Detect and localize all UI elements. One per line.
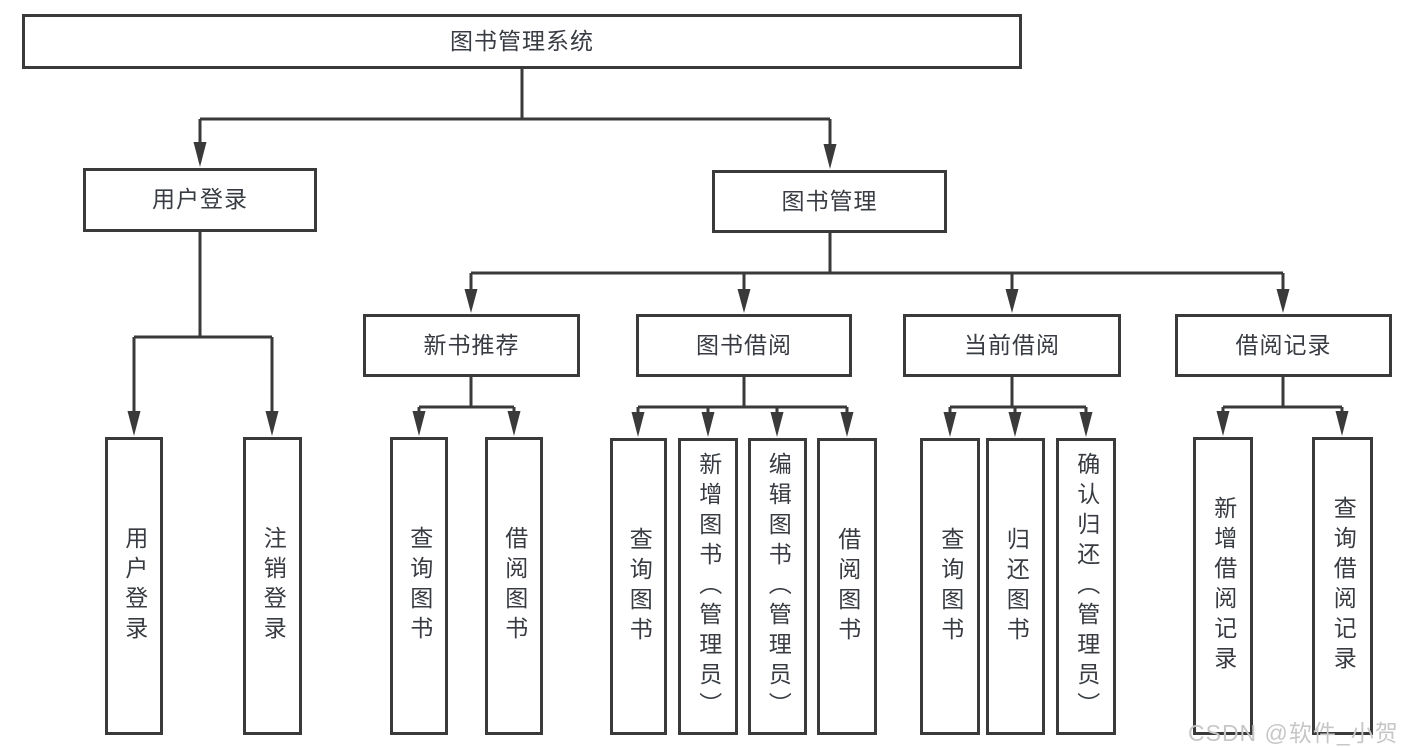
arrowhead [840, 412, 854, 437]
arrowhead [193, 142, 207, 167]
node-bb-query-book: 查询图书 [610, 438, 667, 735]
connector-root-to-level2 [198, 69, 832, 148]
arrowhead [464, 289, 478, 313]
node-bb-borrow-book: 借阅图书 [817, 438, 877, 735]
connector-bookmgmt-to-level3 [469, 233, 1285, 291]
arrowhead [412, 411, 426, 436]
node-root: 图书管理系统 [22, 14, 1022, 69]
connector-bookborrow-to-children [636, 377, 849, 415]
csdn-watermark: CSDN @软件_小贺同学 [1188, 720, 1399, 746]
arrowhead [737, 289, 751, 313]
node-cb-confirm-return-admin: 确认归还（管理员） [1056, 438, 1116, 735]
arrowhead [507, 411, 521, 436]
arrowhead [943, 412, 957, 437]
node-logout: 注销登录 [243, 437, 302, 735]
arrowhead [1276, 289, 1290, 313]
node-current-borrowing: 当前借阅 [903, 314, 1121, 377]
node-br-query-record: 查询借阅记录 [1312, 437, 1373, 735]
node-cb-query-book: 查询图书 [920, 438, 980, 735]
connector-currentborrow-to-children [948, 377, 1088, 415]
node-bb-add-book-admin: 新增图书（管理员） [678, 438, 738, 735]
node-book-borrowing: 图书借阅 [636, 314, 852, 377]
node-bb-edit-book-admin: 编辑图书（管理员） [748, 438, 807, 735]
arrowhead [1216, 411, 1230, 436]
node-br-add-record: 新增借阅记录 [1193, 437, 1253, 735]
node-cb-return-book: 归还图书 [986, 438, 1045, 735]
node-book-management: 图书管理 [712, 170, 947, 233]
arrowhead [265, 411, 279, 436]
arrowhead [823, 144, 837, 169]
node-borrowing-records: 借阅记录 [1175, 314, 1392, 377]
node-nbr-query-book: 查询图书 [390, 437, 448, 735]
arrowhead [1008, 412, 1022, 437]
arrowhead [1079, 412, 1093, 437]
arrowhead [1335, 411, 1349, 436]
connector-borrowrecords-to-children [1221, 377, 1344, 414]
arrowhead [631, 412, 645, 437]
node-nbr-borrow-book: 借阅图书 [485, 437, 543, 735]
node-new-book-recommendation: 新书推荐 [363, 314, 580, 377]
connector-userlogin-to-children [132, 232, 274, 414]
arrowhead [1005, 289, 1019, 313]
arrowhead [701, 412, 715, 437]
node-user-login-leaf: 用户登录 [105, 437, 163, 735]
arrowhead [127, 411, 141, 436]
arrowhead [770, 412, 784, 437]
connector-newbookrec-to-children [417, 377, 516, 414]
node-user-login: 用户登录 [83, 168, 317, 232]
